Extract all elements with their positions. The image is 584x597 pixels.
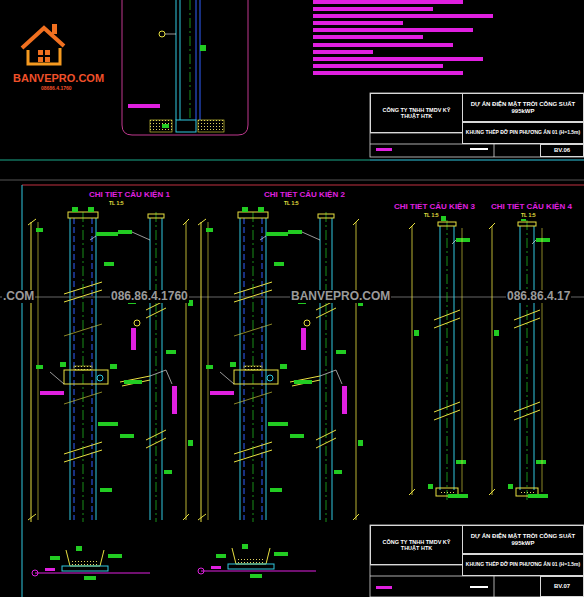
title-text: BV.06: [552, 146, 572, 155]
undefined: 08686.4.1760: [40, 86, 73, 92]
title-text: DỰ ÁN ĐIỆN MẶT TRỜI CÔNG SUẤT 995kWP: [463, 532, 583, 548]
title-block-cell: DỰ ÁN ĐIỆN MẶT TRỜI CÔNG SUẤT 995kWP: [462, 525, 584, 554]
undefined: TL 1:5: [423, 213, 440, 219]
title-text: DỰ ÁN ĐIỆN MẶT TRỜI CÔNG SUẤT 995kWP: [463, 100, 583, 116]
title-block-cell: CÔNG TY TNHH TMDV KỸ THUẬT HTK: [370, 93, 463, 133]
undefined: CHI TIẾT CẤU KIỆN 3: [393, 203, 476, 212]
title-block-cell: DỰ ÁN ĐIỆN MẶT TRỜI CÔNG SUẤT 995kWP: [462, 93, 584, 122]
undefined: CHI TIẾT CẤU KIỆN 2: [263, 191, 346, 200]
undefined: CHI TIẾT CẤU KIỆN 1: [88, 191, 171, 200]
undefined: BANVEPRO.COM: [290, 290, 391, 303]
undefined: CHI TIẾT CẤU KIỆN 4: [490, 203, 573, 212]
title-block-cell: CÔNG TY TNHH TMDV KỸ THUẬT HTK: [370, 525, 463, 565]
title-text: CÔNG TY TNHH TMDV KỸ THUẬT HTK: [371, 538, 462, 553]
undefined: 086.86.4.17: [506, 290, 571, 303]
title-text: KHUNG THÉP ĐỠ PIN PHƯƠNG ÁN 01 (H=1.5m): [464, 561, 582, 569]
title-text: CÔNG TY TNHH TMDV KỸ THUẬT HTK: [371, 106, 462, 121]
undefined: BANVEPRO.COM: [12, 72, 105, 84]
title-text: BV.07: [552, 582, 572, 591]
undefined: TL 1:5: [108, 201, 125, 207]
title-block-cell: KHUNG THÉP ĐỠ PIN PHƯƠNG ÁN 01 (H=1.5m): [462, 554, 584, 576]
title-block-cell: BV.06: [540, 144, 584, 157]
title-block-cell: BV.07: [540, 576, 584, 597]
title-text: KHUNG THÉP ĐỠ PIN PHƯƠNG ÁN 01 (H=1.5m): [464, 129, 582, 137]
undefined: TL 1:5: [283, 201, 300, 207]
undefined: .COM: [2, 290, 35, 303]
undefined: TL 1:5: [520, 213, 537, 219]
title-block-cell: KHUNG THÉP ĐỠ PIN PHƯƠNG ÁN 01 (H=1.5m): [462, 122, 584, 144]
undefined: 086.86.4.1760: [110, 290, 189, 303]
